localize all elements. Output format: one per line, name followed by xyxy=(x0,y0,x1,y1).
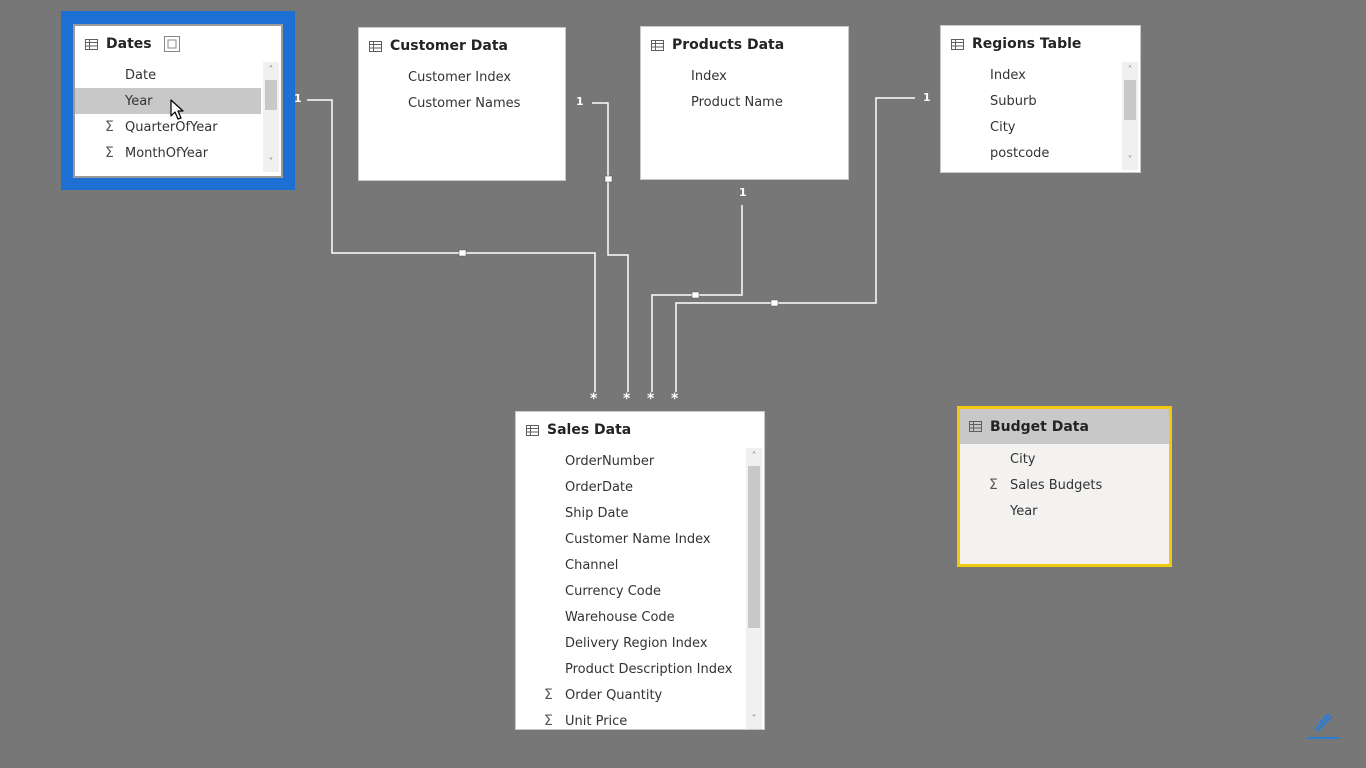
scroll-thumb[interactable] xyxy=(1124,80,1136,120)
customer-field-list: Customer Index Customer Names xyxy=(359,64,565,116)
regions-scrollbar[interactable]: ˄ ˅ xyxy=(1122,62,1138,170)
products-data-table[interactable]: Products Data Index Product Name xyxy=(641,27,848,179)
cardinality-many-regions: * xyxy=(671,391,679,407)
products-field-list: Index Product Name xyxy=(641,63,848,115)
relation-regions-sales xyxy=(675,97,915,392)
relation-customer-sales xyxy=(592,102,629,392)
regions-table[interactable]: Regions Table Index Suburb City postcode… xyxy=(941,26,1140,172)
field-ship-date[interactable]: Ship Date xyxy=(565,505,629,521)
table-icon xyxy=(369,40,382,52)
cardinality-many-customer: * xyxy=(623,391,631,407)
field-city[interactable]: City xyxy=(990,119,1016,135)
products-data-header[interactable]: Products Data xyxy=(641,27,848,63)
field-customer-index[interactable]: Customer Index xyxy=(408,69,512,85)
table-icon xyxy=(951,38,964,50)
field-product-description-index[interactable]: Product Description Index xyxy=(565,661,733,677)
regions-table-title: Regions Table xyxy=(972,36,1082,52)
field-year[interactable]: Year xyxy=(1010,503,1038,519)
regions-field-list: Index Suburb City postcode xyxy=(941,62,1140,166)
scroll-thumb[interactable] xyxy=(265,80,277,110)
cardinality-one-products: 1 xyxy=(739,186,747,199)
scroll-up-icon[interactable]: ˄ xyxy=(1127,65,1133,76)
sigma-icon: Σ xyxy=(544,713,553,729)
sigma-icon: Σ xyxy=(544,687,553,703)
field-orderdate[interactable]: OrderDate xyxy=(565,479,634,495)
relation-direction-icon xyxy=(691,291,700,299)
sigma-icon: Σ xyxy=(105,119,114,135)
field-year[interactable]: Year xyxy=(75,88,261,114)
sigma-icon: Σ xyxy=(105,145,114,161)
cursor-icon xyxy=(170,99,184,120)
dates-table-title: Dates xyxy=(106,36,152,52)
field-customer-name-index[interactable]: Customer Name Index xyxy=(565,531,711,547)
cardinality-one-customer: 1 xyxy=(576,95,584,108)
scroll-down-icon[interactable]: ˅ xyxy=(268,157,274,168)
products-data-title: Products Data xyxy=(672,37,785,53)
field-index[interactable]: Index xyxy=(990,67,1026,83)
field-product-name[interactable]: Product Name xyxy=(691,94,783,110)
field-delivery-region-index[interactable]: Delivery Region Index xyxy=(565,635,708,651)
dates-table-header[interactable]: Dates xyxy=(75,26,281,62)
field-channel[interactable]: Channel xyxy=(565,557,619,573)
relation-dates-sales xyxy=(307,99,596,392)
customer-data-table[interactable]: Customer Data Customer Index Customer Na… xyxy=(359,28,565,180)
field-index[interactable]: Index xyxy=(691,68,727,84)
field-suburb[interactable]: Suburb xyxy=(990,93,1037,109)
field-ordernumber[interactable]: OrderNumber xyxy=(565,453,655,469)
expand-icon[interactable] xyxy=(163,36,180,52)
sales-field-list: OrderNumber OrderDate Ship Date Customer… xyxy=(516,448,764,730)
table-icon xyxy=(85,38,98,50)
customer-data-header[interactable]: Customer Data xyxy=(359,28,565,64)
table-icon xyxy=(969,421,982,432)
cardinality-one-regions: 1 xyxy=(923,91,931,104)
sales-data-title: Sales Data xyxy=(547,422,632,438)
cardinality-one-dates: 1 xyxy=(294,92,302,105)
scroll-down-icon[interactable]: ˅ xyxy=(1127,155,1133,166)
budget-data-header[interactable]: Budget Data xyxy=(960,409,1169,444)
table-icon xyxy=(651,39,664,51)
cardinality-many-products: * xyxy=(647,391,655,407)
field-customer-names[interactable]: Customer Names xyxy=(408,95,521,111)
field-warehouse-code[interactable]: Warehouse Code xyxy=(565,609,675,625)
field-currency-code[interactable]: Currency Code xyxy=(565,583,661,599)
sales-scrollbar[interactable]: ˄ ˅ xyxy=(746,448,762,729)
field-postcode[interactable]: postcode xyxy=(990,145,1050,161)
relation-direction-icon xyxy=(458,249,467,257)
table-icon xyxy=(526,424,539,436)
scroll-down-icon[interactable]: ˅ xyxy=(751,714,757,725)
cardinality-many-dates: * xyxy=(590,391,598,407)
relation-direction-icon xyxy=(770,299,779,307)
relation-direction-icon xyxy=(604,175,613,183)
scroll-thumb[interactable] xyxy=(748,466,760,628)
relation-products-sales xyxy=(651,205,743,392)
dates-scrollbar[interactable]: ˄ ˅ xyxy=(263,62,279,172)
sigma-icon: Σ xyxy=(989,477,998,493)
scroll-up-icon[interactable]: ˄ xyxy=(751,451,757,462)
sales-data-table[interactable]: Sales Data OrderNumber OrderDate Ship Da… xyxy=(516,412,764,729)
field-city[interactable]: City xyxy=(1010,451,1036,467)
field-date[interactable]: Date xyxy=(125,67,157,83)
sales-data-header[interactable]: Sales Data xyxy=(516,412,764,448)
pen-ruler-icon[interactable] xyxy=(1305,708,1341,740)
budget-data-title: Budget Data xyxy=(990,418,1089,435)
regions-table-header[interactable]: Regions Table xyxy=(941,26,1140,62)
customer-data-title: Customer Data xyxy=(390,38,508,54)
scroll-up-icon[interactable]: ˄ xyxy=(268,65,274,76)
